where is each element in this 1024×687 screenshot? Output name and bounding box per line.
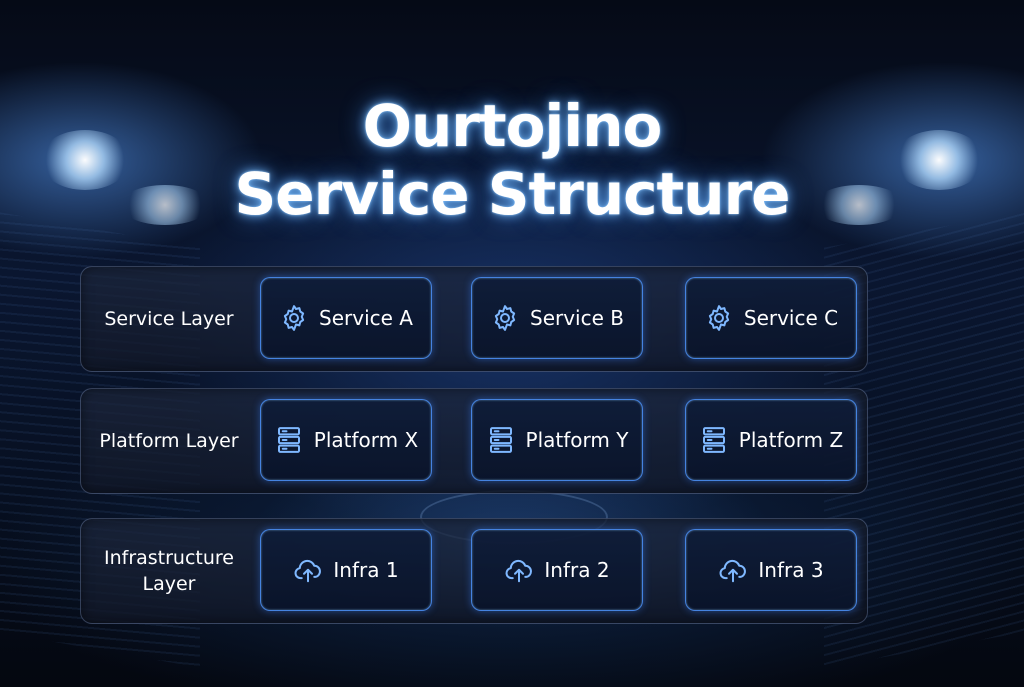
card-label: Infra 1: [333, 558, 399, 582]
platform-z-card[interactable]: Platform Z: [685, 399, 857, 481]
service-layer-row: Service Layer Service A Service B Servic…: [80, 266, 868, 372]
gear-icon: [490, 303, 520, 333]
cloud-upload-icon: [293, 555, 323, 585]
cloud-upload-icon: [718, 555, 748, 585]
platform-y-card[interactable]: Platform Y: [471, 399, 643, 481]
platform-layer-row: Platform Layer Platform X P: [80, 388, 868, 494]
infra-3-card[interactable]: Infra 3: [685, 529, 857, 611]
card-label: Infra 3: [758, 558, 824, 582]
server-icon: [699, 425, 729, 455]
card-label: Service A: [319, 306, 413, 330]
floodlight-right: [894, 130, 984, 190]
service-c-card[interactable]: Service C: [685, 277, 857, 359]
card-label: Platform Y: [525, 428, 629, 452]
infra-2-card[interactable]: Infra 2: [471, 529, 643, 611]
page-title-line-1: Ourtojino: [362, 92, 663, 160]
card-label: Platform X: [313, 428, 419, 452]
server-icon: [274, 425, 304, 455]
platform-x-card[interactable]: Platform X: [260, 399, 432, 481]
service-a-card[interactable]: Service A: [260, 277, 432, 359]
layer-label: Service Layer: [104, 308, 234, 330]
floodlight-left: [40, 130, 130, 190]
service-b-card[interactable]: Service B: [471, 277, 643, 359]
gear-icon: [704, 303, 734, 333]
infrastructure-layer-row: Infrastructure Layer Infra 1 Infra 2: [80, 518, 868, 624]
infra-1-card[interactable]: Infra 1: [260, 529, 432, 611]
page-title-line-2: Service Structure: [234, 160, 790, 228]
card-label: Platform Z: [738, 428, 844, 452]
card-label: Infra 2: [544, 558, 610, 582]
layer-label: Infrastructure Layer: [103, 547, 234, 595]
layer-label: Platform Layer: [99, 430, 239, 452]
card-label: Service C: [743, 306, 839, 330]
server-icon: [486, 425, 516, 455]
gear-icon: [279, 303, 309, 333]
card-label: Service B: [530, 306, 624, 330]
floodlight-right-row: [814, 185, 904, 225]
floodlight-left-row: [120, 185, 210, 225]
cloud-upload-icon: [504, 555, 534, 585]
